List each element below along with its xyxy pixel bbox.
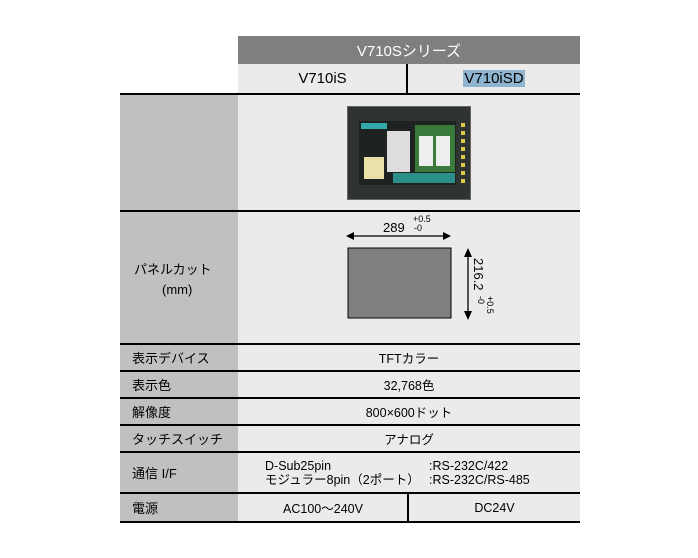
model-v710is: V710iS xyxy=(238,64,407,93)
model-v710isd: V710iSD xyxy=(408,64,580,93)
label-text: パネルカット xyxy=(134,262,212,277)
divider xyxy=(407,494,409,521)
divider xyxy=(120,397,580,399)
divider xyxy=(120,210,580,212)
touch-switch-label: タッチスイッチ xyxy=(120,426,238,451)
display-colors-value: 32,768色 xyxy=(238,372,580,397)
unit-text: (mm) xyxy=(162,282,193,297)
comm-spec: :RS-232C/422 xyxy=(429,459,509,473)
power-value-ac: AC100～240V xyxy=(238,494,408,521)
height-value: 216.2 xyxy=(471,258,486,291)
comm-value: D-Sub25pin :RS-232C/422 モジュラー8pin（2ポート） :R… xyxy=(238,453,580,492)
resolution-value: 800×600ドット xyxy=(238,399,580,424)
series-header: V710Sシリーズ xyxy=(238,36,580,64)
width-tol-minus: -0 xyxy=(414,223,423,233)
divider xyxy=(406,64,408,93)
height-tol-minus: -0 xyxy=(476,296,486,305)
power-value-dc: DC24V xyxy=(409,494,580,521)
height-tol-plus: +0.5 xyxy=(485,296,495,314)
resolution-label: 解像度 xyxy=(120,399,238,424)
divider xyxy=(120,370,580,372)
divider xyxy=(120,492,580,494)
width-value: 289 xyxy=(383,220,405,235)
divider xyxy=(120,451,580,453)
divider xyxy=(120,424,580,426)
display-device-value: TFTカラー xyxy=(238,345,580,370)
comm-port: D-Sub25pin xyxy=(265,459,332,473)
model-label-highlighted: V710iSD xyxy=(463,70,525,87)
divider xyxy=(120,343,580,345)
divider xyxy=(120,521,580,523)
power-label: 電源 xyxy=(120,494,238,521)
comm-label: 通信 I/F xyxy=(120,453,238,492)
model-label: V710iS xyxy=(298,70,347,87)
touch-switch-value: アナログ xyxy=(238,426,580,451)
width-tol-plus: +0.5 xyxy=(413,214,431,224)
comm-spec: :RS-232C/RS-485 xyxy=(429,473,530,487)
dimension-arrows xyxy=(346,232,472,320)
product-image-cell xyxy=(238,95,580,210)
comm-port: モジュラー8pin（2ポート） xyxy=(265,473,420,487)
panel-cut-label: パネルカット (mm) xyxy=(120,212,238,344)
divider xyxy=(120,93,580,95)
display-colors-label: 表示色 xyxy=(120,372,238,397)
display-device-label: 表示デバイス xyxy=(120,345,238,370)
image-row-label xyxy=(120,95,238,210)
hmi-product-image xyxy=(347,105,471,200)
